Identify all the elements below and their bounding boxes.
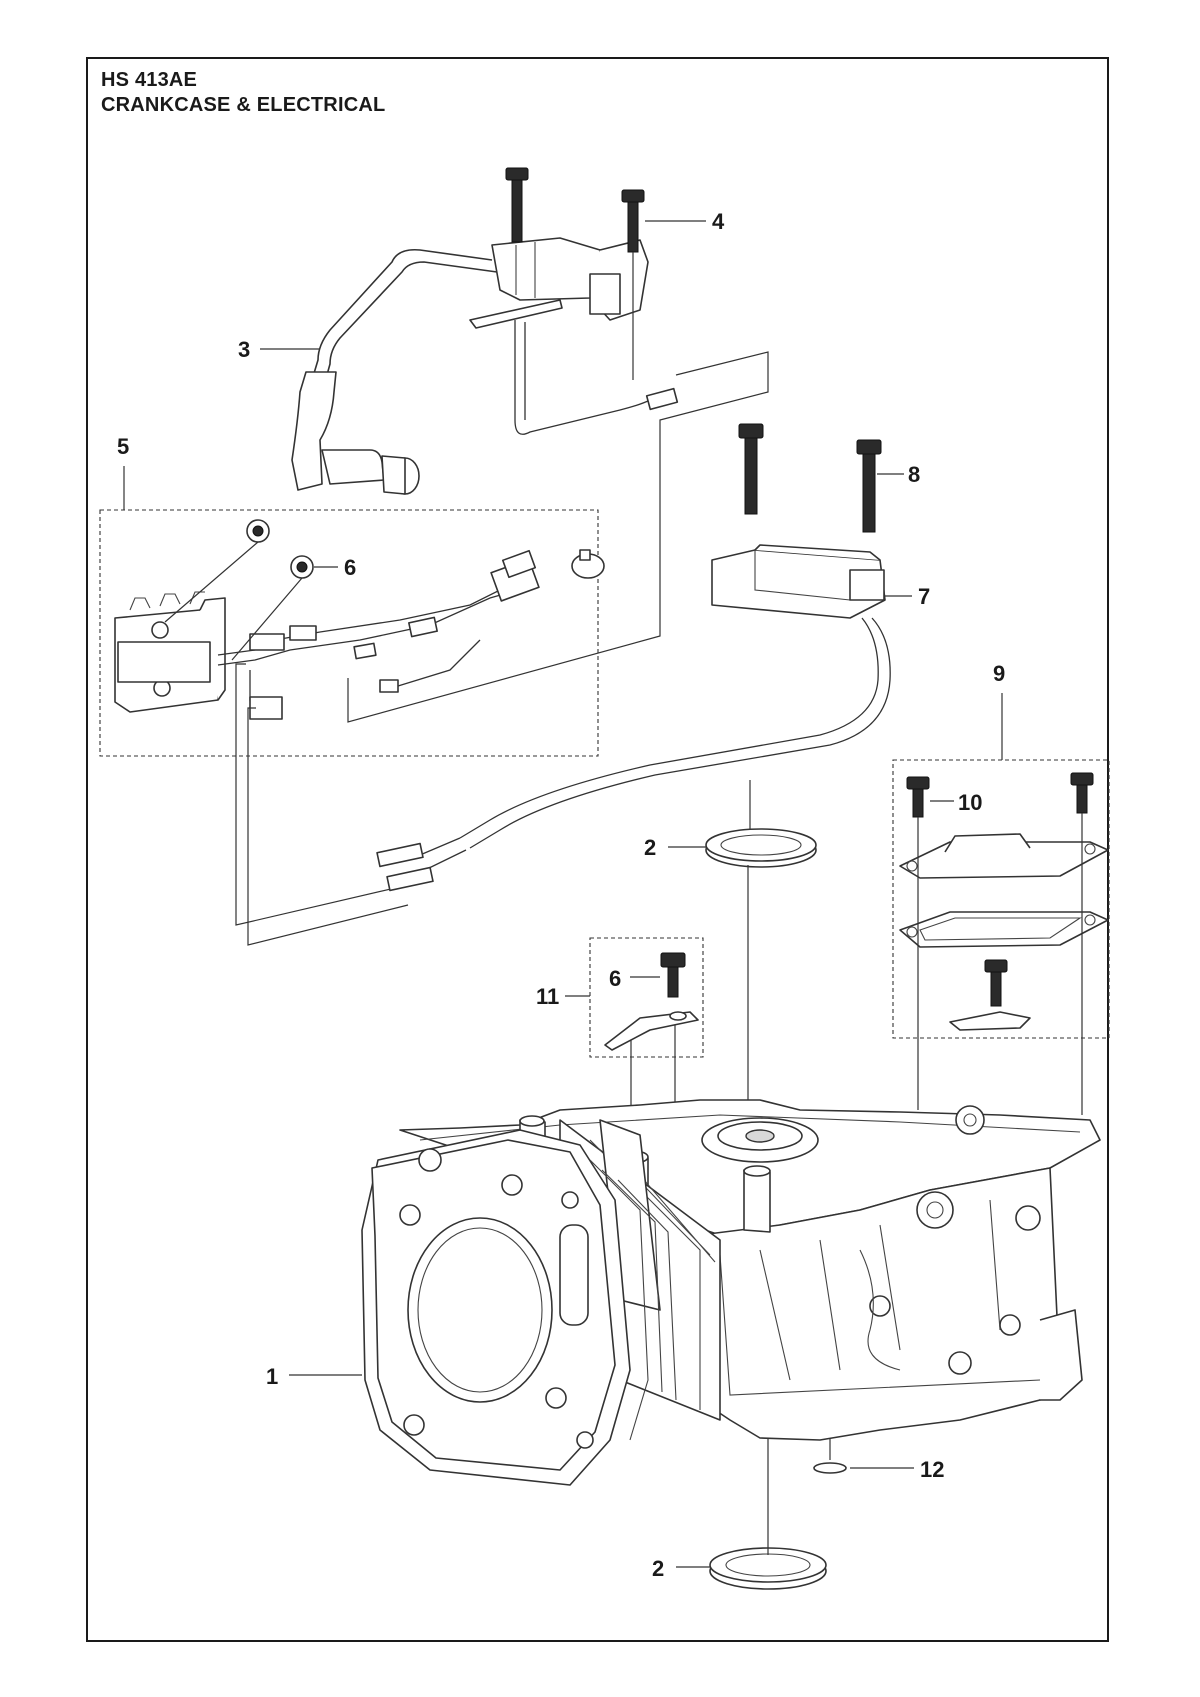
callout-9: 9 bbox=[993, 661, 1005, 686]
bracket-bolt[interactable] bbox=[660, 952, 686, 998]
callout-10: 10 bbox=[958, 790, 982, 815]
callout-3: 3 bbox=[238, 337, 250, 362]
cover-inner-bolt[interactable] bbox=[984, 959, 1008, 1007]
coil-bolt-right[interactable] bbox=[621, 189, 645, 253]
regulator-connector-wires[interactable] bbox=[217, 549, 605, 720]
callout-6-upper: 6 bbox=[344, 555, 356, 580]
o-ring[interactable] bbox=[813, 1462, 847, 1474]
cover-bolt-left[interactable] bbox=[906, 776, 930, 818]
callout-2-upper: 2 bbox=[644, 835, 656, 860]
oil-seal-upper[interactable] bbox=[705, 828, 817, 868]
regulator-nut-upper[interactable] bbox=[246, 519, 270, 543]
callout-11: 11 bbox=[536, 984, 559, 1009]
sensor-bolt-right[interactable] bbox=[856, 439, 882, 533]
cover-gasket[interactable] bbox=[899, 911, 1109, 948]
callout-6-lower: 6 bbox=[609, 966, 621, 991]
callout-12: 12 bbox=[920, 1457, 944, 1482]
cover-clip[interactable] bbox=[949, 1011, 1031, 1031]
callout-7: 7 bbox=[918, 584, 930, 609]
cover-plate[interactable] bbox=[899, 833, 1109, 879]
callout-1: 1 bbox=[266, 1364, 278, 1389]
crankcase[interactable] bbox=[361, 1099, 1101, 1486]
callout-8: 8 bbox=[908, 462, 920, 487]
callout-5: 5 bbox=[117, 434, 129, 459]
regulator-nut-lower[interactable] bbox=[290, 555, 314, 579]
control-module[interactable] bbox=[376, 544, 891, 892]
coil-bolt-left[interactable] bbox=[505, 167, 529, 243]
bracket-kit-box bbox=[589, 937, 704, 1058]
voltage-regulator[interactable] bbox=[114, 591, 226, 713]
sensor-bolt-left[interactable] bbox=[738, 423, 764, 515]
section-title: CRANKCASE & ELECTRICAL bbox=[101, 94, 386, 116]
regulator-kit-box bbox=[99, 509, 599, 757]
callout-4: 4 bbox=[712, 209, 725, 234]
wire-bracket[interactable] bbox=[604, 1011, 699, 1051]
cover-kit-box bbox=[892, 759, 1110, 1039]
cover-bolt-right[interactable] bbox=[1070, 772, 1094, 814]
ignition-coil-assembly[interactable] bbox=[291, 237, 679, 495]
callout-2-lower: 2 bbox=[652, 1556, 664, 1581]
model-title: HS 413AE bbox=[101, 69, 198, 91]
